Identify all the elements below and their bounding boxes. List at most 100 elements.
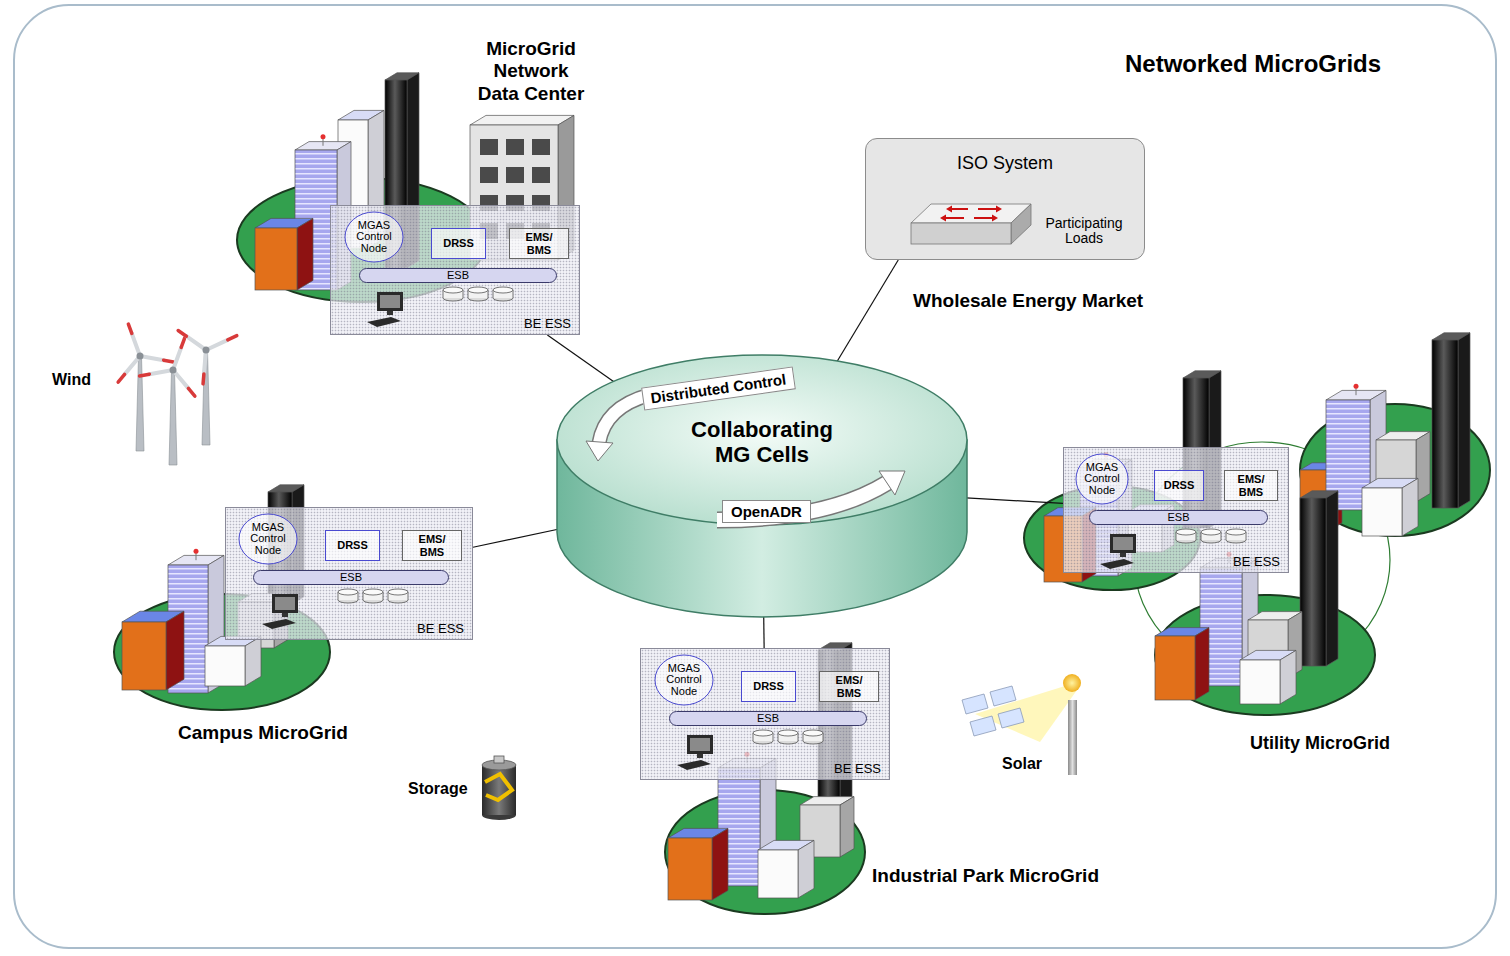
blade-tip [128,324,131,333]
control-node-ellipse: MGAS Control Node [238,513,298,565]
node-text: DRSS [1164,479,1195,491]
node-text: BE ESS [524,317,571,331]
switch-arrow [950,208,968,210]
server-slot [480,167,498,183]
ellipse-outline [345,212,403,262]
node-text: BE ESS [1233,555,1280,569]
label-slot: MicroGrid Network Data Center [473,38,589,105]
microgrid-panel: BE ESSMGAS Control NodeDRSSEMS/ BMSESB [1063,447,1289,573]
keyboard [677,760,711,770]
frame-border [14,5,1496,948]
white-building [1362,478,1418,536]
monitor [1110,534,1136,553]
antenna-light [194,549,199,554]
building-side [1458,333,1470,508]
node-text: OpenADR [722,500,811,523]
sun [1063,674,1081,692]
site-label: Wholesale Energy Market [913,290,1143,312]
antenna-light [321,134,326,139]
monitor-screen [380,295,400,308]
light-pole [1068,700,1077,775]
node-text: ESB [447,270,469,281]
tower-building [1300,491,1338,666]
server-slot [532,167,550,183]
bus-bar: ESB [253,570,449,585]
node-text: DRSS [337,539,368,551]
monitor-screen [1113,537,1133,550]
building-front [1155,636,1195,700]
building-side [1195,628,1209,700]
disk-top [443,287,463,293]
building-side [840,797,854,857]
label-slot: Wholesale Energy Market [913,290,1143,312]
service-box: EMS/ BMS [819,671,879,702]
curved-arrow [599,395,649,443]
switch-arrowhead [946,206,952,213]
battery-terminal [494,756,504,763]
site-label: Industrial Park MicroGrid [872,865,1099,887]
wind-turbine [140,338,195,465]
keyboard [262,619,296,629]
control-node-ellipse: MGAS Control Node [344,211,404,263]
turbine-blade [186,336,206,350]
arrow-head [586,441,613,461]
server-slot [506,167,524,183]
battery-band [485,774,512,800]
site-label: Campus MicroGrid [178,722,348,744]
turbine-blade [173,370,188,388]
site-label: Utility MicroGrid [1250,733,1390,754]
blade-tip [178,330,186,336]
disk-top [1176,529,1196,535]
connector-line [966,498,1063,504]
turbine-tower [169,370,177,465]
white-building [205,636,261,686]
ellipse-outline [1076,454,1128,504]
blade-tip [164,360,174,362]
server-slot [480,139,498,155]
blade-tip [201,374,205,384]
monitor-screen [275,597,295,610]
orange-building [122,611,184,690]
building-side [245,636,261,686]
battery-body [482,765,516,815]
monitor [377,292,403,311]
building-side [712,828,728,900]
label-slot: Storage [408,780,468,798]
turbine-blade [132,333,140,356]
building-front [1432,340,1458,508]
building-front [1362,488,1402,536]
building-front [1300,498,1326,666]
arrow-outline [599,395,649,443]
service-box: DRSS [325,530,380,561]
blade-tip [228,336,237,340]
node-text: DRSS [443,237,474,249]
node-text: EMS/ BMS [419,533,446,557]
solar-panel [962,694,988,714]
switch-arrow [974,217,994,219]
site-label: Storage [408,780,468,798]
site-label: Solar [1002,755,1042,773]
switch-side [1011,204,1031,244]
monitor-stand [1120,553,1126,557]
monitor [272,594,298,613]
white-building [758,840,814,898]
turbine-blade [125,356,140,374]
orange-building [255,218,313,290]
solar-panel [998,708,1024,728]
node-text: ESB [757,713,779,724]
turbine-blade [206,340,228,350]
turbine-blade [173,347,181,370]
node-text: MGAS Control Node [250,522,285,557]
disk-top [1201,529,1221,535]
microgrid-panel: BE ESSMGAS Control NodeDRSSEMS/ BMSESB [225,507,473,640]
disk-top [388,589,408,595]
blade-tip [188,388,194,396]
blade-tip [181,338,184,347]
disk-top [803,730,823,736]
node-text: EMS/ BMS [526,231,553,255]
node-text: BE ESS [834,762,881,776]
turbine-blade [204,350,206,374]
wind-turbine [118,324,173,451]
turbine-tower [136,356,144,451]
